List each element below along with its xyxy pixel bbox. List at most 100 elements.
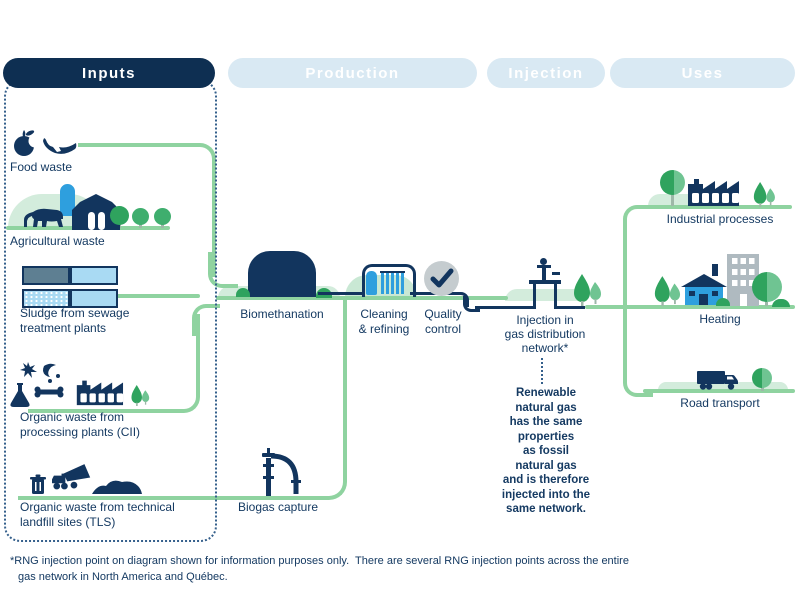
injection-side-tap (552, 272, 560, 275)
landfill-waste-label: Organic waste from technical landfill si… (20, 500, 175, 529)
road-ground-line (643, 389, 795, 393)
tree-stem (765, 300, 768, 306)
stage-pill-injection-label: Injection (508, 64, 584, 82)
biogas-capture-label: Biogas capture (237, 500, 319, 514)
tree-icon (154, 208, 171, 225)
conifer-trees-icon (654, 276, 681, 306)
injection-top-bar (529, 280, 561, 284)
sludge-connector-line (112, 294, 200, 298)
house-chimney (712, 264, 718, 276)
industrial-processes-label: Industrial processes (666, 212, 774, 226)
injection-mound (505, 289, 587, 301)
cow-icon (24, 208, 63, 227)
cleaning-coil-top-bar (380, 271, 405, 273)
uses-vertical-line (623, 230, 627, 370)
agricultural-waste-label: Agricultural waste (10, 234, 105, 248)
tree-stem (761, 387, 764, 391)
stage-pill-inputs-label: Inputs (82, 64, 136, 82)
trash-bin-icon (30, 474, 46, 494)
stage-pill-uses-label: Uses (681, 64, 724, 82)
barn-icon (72, 194, 120, 230)
house-door (699, 294, 708, 305)
sewage-tank-icon (22, 266, 70, 285)
injection-trees-icon (574, 274, 601, 306)
checkmark-icon (430, 268, 454, 288)
bush-icon (236, 288, 250, 297)
waste-pile-icon (92, 480, 142, 494)
bone-icon (34, 386, 64, 398)
house-window (689, 291, 695, 296)
pipe-bump-cleaning (362, 264, 416, 297)
pipe-segment-4 (557, 306, 585, 309)
sewage-tank-icon (70, 266, 118, 285)
processing-waste-label: Organic waste from processing plants (CI… (20, 410, 141, 439)
conifer-trees-icon (131, 385, 150, 406)
sewage-tank-icon (70, 289, 118, 308)
quality-control-label: Quality control (424, 307, 462, 336)
pipe-step-corner-b (463, 296, 480, 312)
food-waste-connector-hook (208, 252, 238, 288)
processing-connector-hook (192, 304, 220, 336)
cleaning-cylinder-icon (366, 271, 377, 295)
tree-icon (752, 272, 782, 302)
stage-pill-uses: Uses (610, 58, 795, 88)
footnote-line2: gas network in North America and Québec. (18, 571, 228, 583)
injection-valve-stem (542, 268, 546, 280)
house-roof (681, 274, 727, 287)
biomethanation-label: Biomethanation (240, 307, 324, 321)
cleaning-refining-label: Cleaning & refining (358, 307, 410, 336)
processing-factory-icon (76, 380, 124, 406)
landfill-connector-elbow (18, 298, 347, 500)
rng-note-text: Renewable natural gas has the same prope… (501, 387, 591, 515)
cleaning-coil-icon (401, 273, 404, 294)
tree-icon (752, 368, 772, 388)
sewage-tank-icon (22, 289, 70, 308)
cleaning-coil-icon (396, 273, 399, 294)
heating-feed-line (585, 305, 795, 309)
pipe-segment-3 (475, 306, 533, 309)
tree-icon (660, 170, 685, 195)
injection-riser-right (554, 283, 557, 309)
stage-pill-inputs: Inputs (3, 58, 215, 88)
injection-network-label: Injection in gas distribution network* (504, 313, 586, 355)
injection-valve-cap (537, 265, 551, 268)
silo-icon (60, 184, 75, 216)
heating-label: Heating (699, 312, 741, 326)
note-dotted-connector (541, 358, 543, 384)
bush-icon (716, 298, 730, 306)
tree-stem (139, 224, 142, 228)
truck-icon (697, 371, 738, 390)
cleaning-coil-icon (391, 273, 394, 294)
conifer-trees-icon (753, 182, 775, 207)
food-waste-icon (14, 130, 77, 156)
pipe-segment-1 (318, 292, 364, 295)
biomethanation-tank-icon (248, 251, 316, 297)
bush-icon (772, 299, 790, 307)
industrial-factory-icon (688, 179, 739, 206)
organic-scraps-icon (20, 362, 60, 383)
food-waste-connector-line (78, 143, 216, 277)
food-waste-label: Food waste (10, 160, 73, 174)
tree-icon (110, 206, 129, 225)
road-transport-label: Road transport (680, 396, 760, 410)
tree-icon (132, 208, 149, 225)
tree-stem (671, 194, 674, 206)
production-ground-line (216, 296, 508, 300)
uses-corner-top (623, 205, 653, 241)
cleaning-coil-icon (386, 273, 389, 294)
injection-valve-wheel-icon (540, 258, 547, 265)
footnote-line1: *RNG injection point on diagram shown fo… (10, 555, 629, 567)
dump-truck-icon (52, 464, 91, 490)
sludge-label: Sludge from sewage treatment plants (20, 306, 130, 335)
house-window (712, 291, 718, 296)
cleaning-coil-icon (381, 273, 384, 294)
stage-pill-production: Production (228, 58, 477, 88)
stage-pill-production-label: Production (305, 64, 400, 82)
road-mound (658, 382, 788, 390)
tree-stem (161, 224, 164, 228)
stage-pill-injection: Injection (487, 58, 605, 88)
industrial-ground-line (643, 205, 792, 209)
flask-icon (10, 383, 30, 407)
uses-corner-bottom (623, 357, 653, 397)
